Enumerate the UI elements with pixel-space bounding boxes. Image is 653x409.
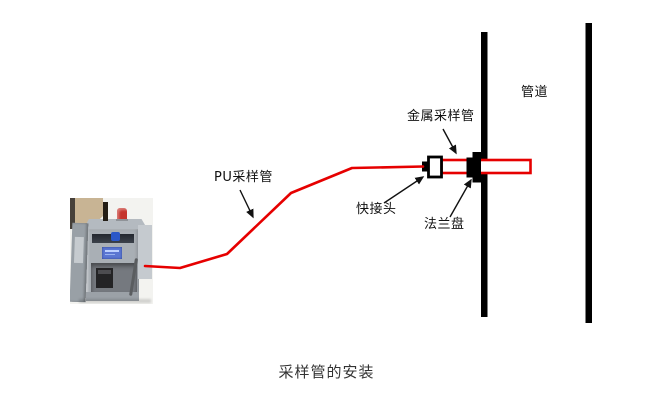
label-pu-tube: PU采样管 xyxy=(214,170,273,185)
beacon-base-shape xyxy=(116,219,128,221)
label-metal-tube: 金属采样管 xyxy=(407,109,475,124)
lcd-screen-shape xyxy=(102,247,122,259)
cabinet-shadow xyxy=(79,299,151,303)
metal-sampling-tube xyxy=(440,158,532,175)
antenna-rod-shape xyxy=(103,202,108,221)
flange-collar xyxy=(472,152,481,183)
photo-doorway-shape xyxy=(70,198,76,229)
arrow-flange xyxy=(449,178,472,218)
connector-nipple xyxy=(422,161,429,172)
pipe-wall-right xyxy=(585,23,592,323)
arrow-quick-connector xyxy=(383,176,425,204)
cabinet-lid-shape xyxy=(83,219,148,230)
pump-box-shape xyxy=(96,268,113,288)
analyzer-photo xyxy=(70,198,153,304)
diagram-caption: 采样管的安装 xyxy=(278,363,375,381)
cabinet-base-shape xyxy=(86,292,139,301)
label-flange: 法兰盘 xyxy=(424,217,465,232)
pu-tube-line xyxy=(143,165,425,270)
label-quick-connector: 快接头 xyxy=(356,202,397,217)
label-pipe: 管道 xyxy=(521,85,549,100)
quick-connector xyxy=(427,155,443,179)
arrow-pu-tube xyxy=(239,189,254,219)
arrow-metal-tube xyxy=(442,128,457,155)
pipe-wall-left xyxy=(481,32,488,317)
blue-knob-shape xyxy=(111,232,120,241)
red-beacon-shape xyxy=(117,208,127,220)
